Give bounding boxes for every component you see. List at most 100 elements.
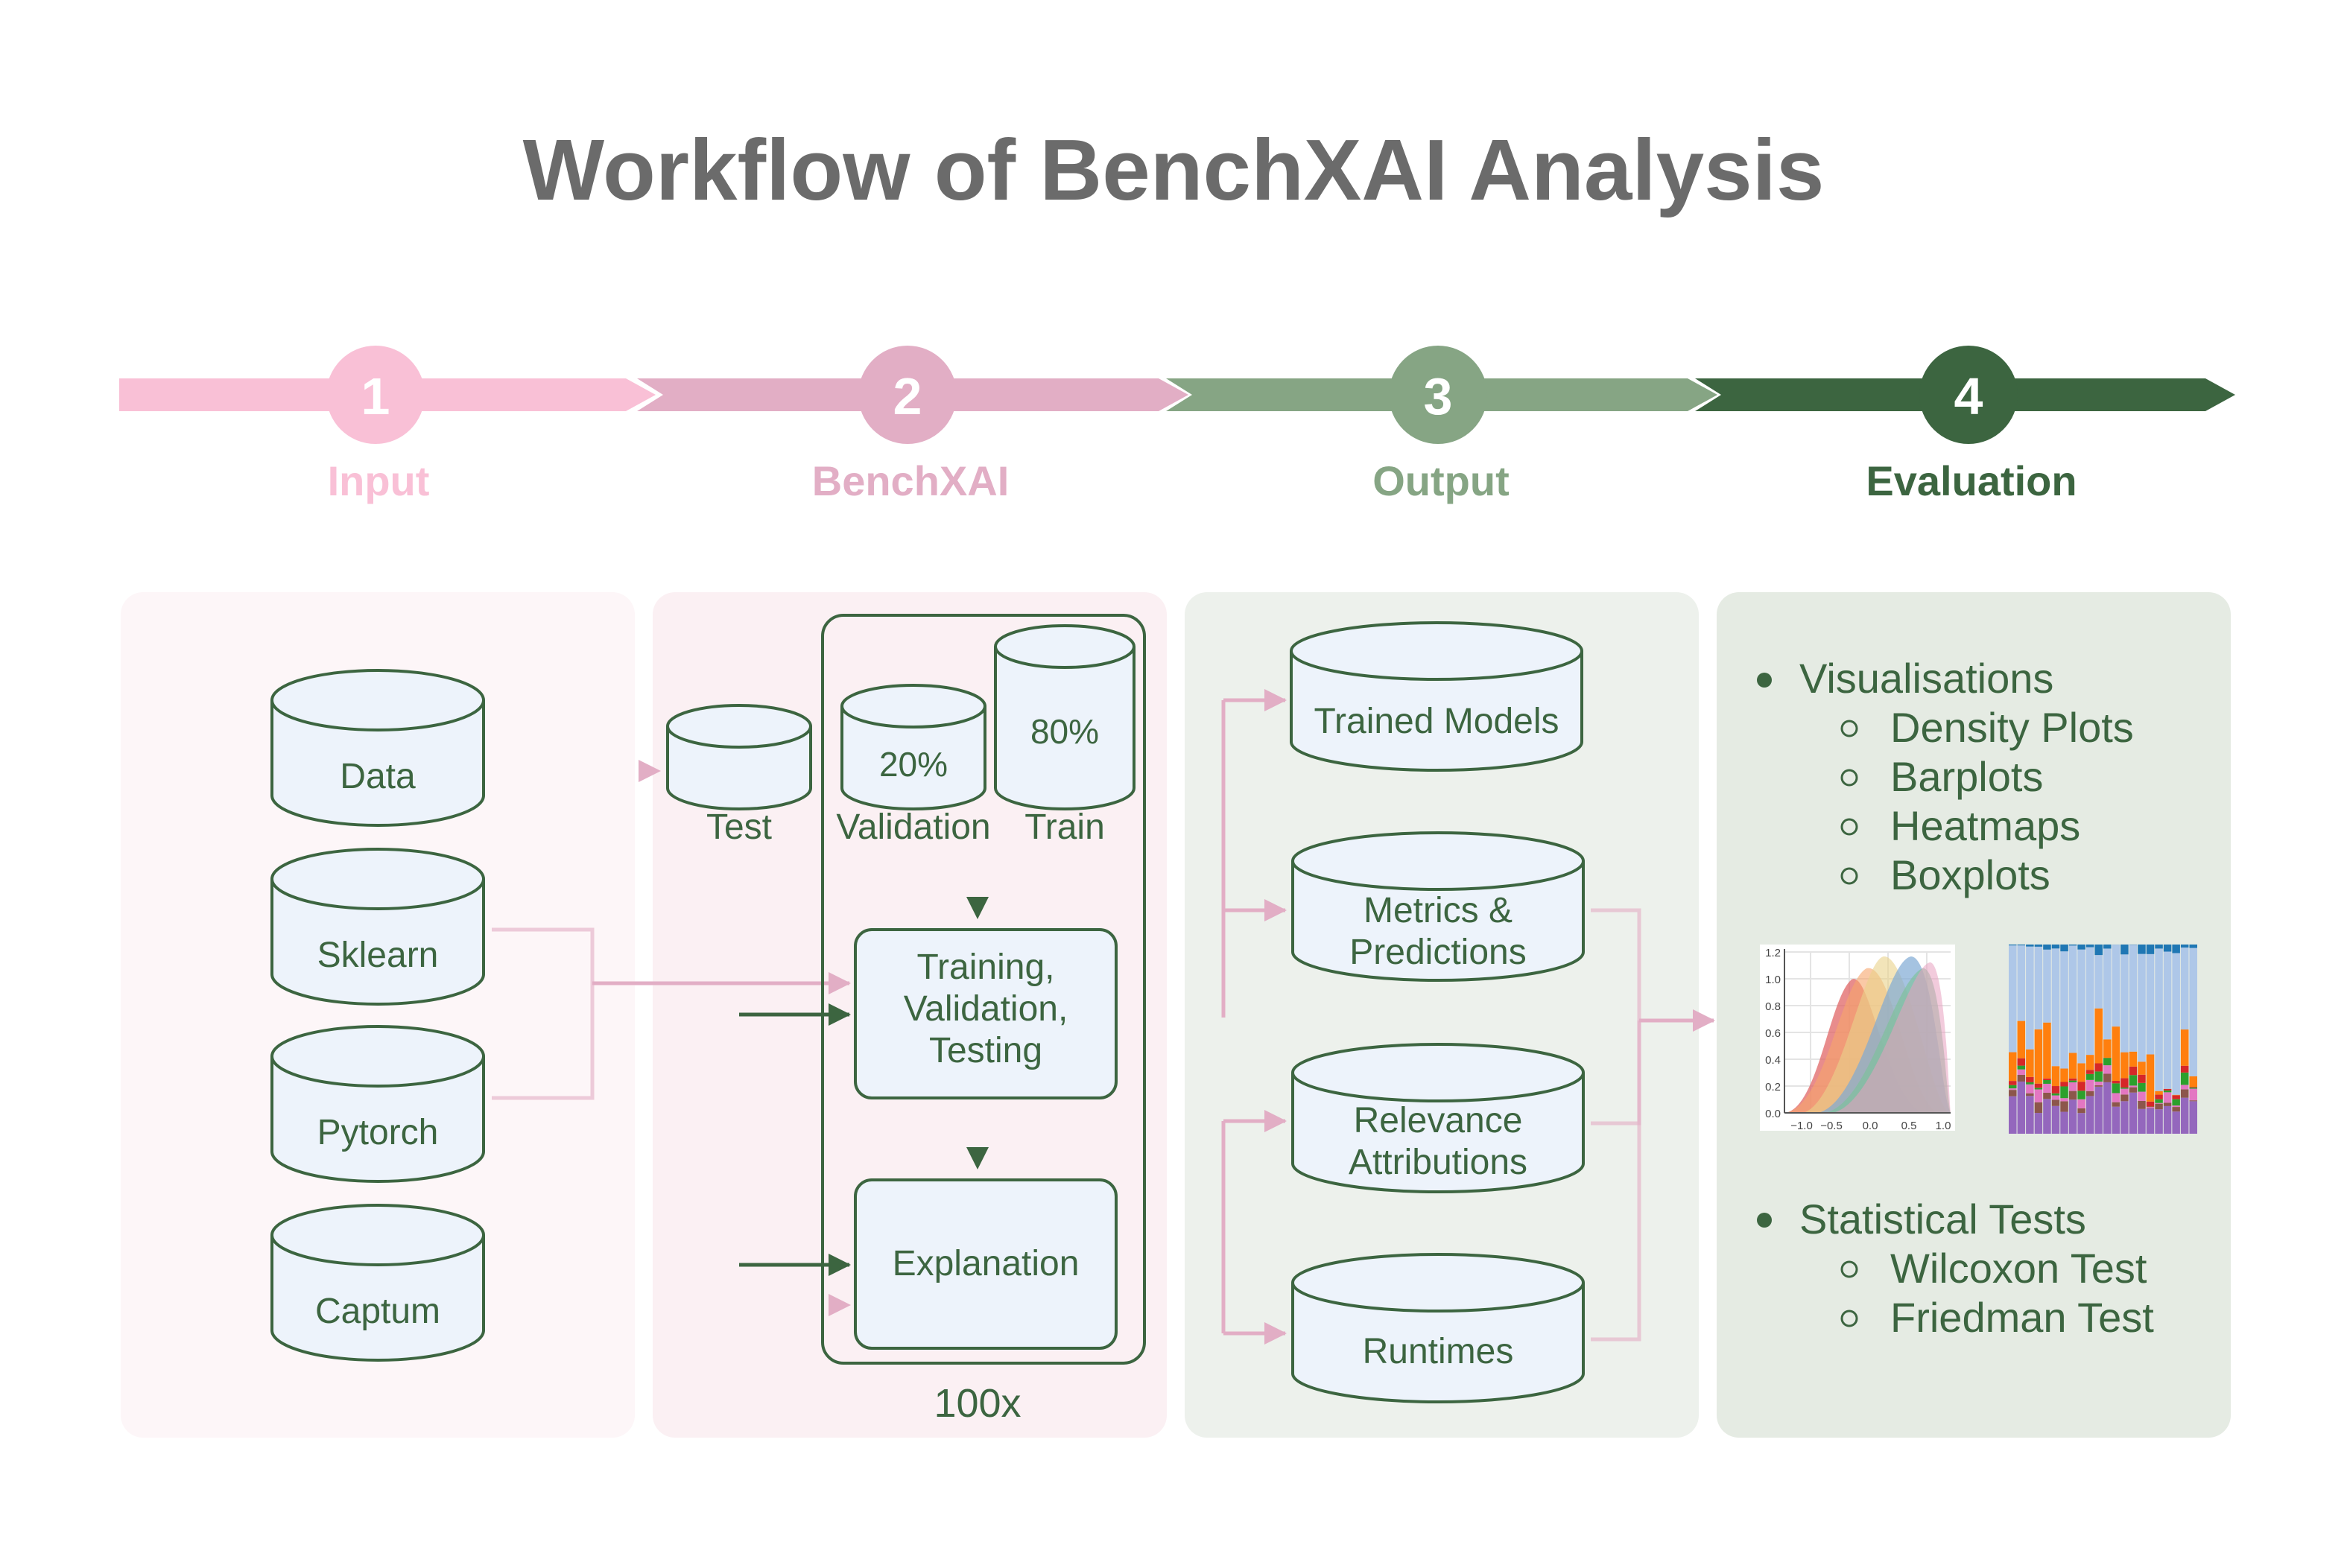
stacked-bar-segment bbox=[2094, 1085, 2103, 1087]
stacked-bar-segment bbox=[2129, 1085, 2138, 1087]
density-xtick-1: 1.0 bbox=[1936, 1120, 1951, 1132]
stacked-bar-segment bbox=[2094, 1071, 2103, 1082]
stacked-bar-segment bbox=[2155, 945, 2163, 948]
stacked-bar-segment bbox=[2026, 1050, 2034, 1077]
stacked-bar-segment bbox=[2086, 948, 2094, 1055]
stacked-bar-segment bbox=[2189, 945, 2197, 948]
stacked-bar-segment bbox=[2086, 1080, 2094, 1091]
stacked-bar-segment bbox=[2120, 1101, 2129, 1134]
stacked-bar-segment bbox=[2120, 945, 2129, 954]
stacked-bar-segment bbox=[2112, 1083, 2120, 1093]
stacked-bar-segment bbox=[2138, 1075, 2146, 1083]
runtimes-label: Runtimes bbox=[1363, 1332, 1514, 1371]
stacked-bar-segment bbox=[2086, 1055, 2094, 1070]
explanation-label: Explanation bbox=[893, 1244, 1080, 1283]
stacked-bar-segment bbox=[2138, 954, 2146, 1062]
statistical-tests-bullet bbox=[1757, 1213, 1772, 1228]
trained-models-cylinder bbox=[1291, 623, 1582, 770]
stacked-bar-segment bbox=[2069, 1099, 2077, 1134]
stacked-bar-segment bbox=[2060, 1082, 2068, 1086]
stacked-bar-segment bbox=[2172, 1095, 2180, 1099]
stacked-bar-segment bbox=[2138, 1092, 2146, 1101]
stacked-bar-segment bbox=[2138, 1101, 2146, 1109]
stacked-bar-segment bbox=[2164, 1089, 2172, 1091]
stacked-bar-segment bbox=[2060, 951, 2068, 1068]
stacked-bar-segment bbox=[2086, 1091, 2094, 1096]
stacked-bar-segment bbox=[2094, 945, 2103, 955]
density-ytick-0-6: 0.6 bbox=[1765, 1027, 1781, 1040]
stacked-bar-segment bbox=[2009, 1088, 2017, 1090]
stacked-bar-segment bbox=[2103, 945, 2112, 948]
stacked-bar-segment bbox=[2181, 1098, 2189, 1134]
stacked-bar-segment bbox=[2155, 948, 2163, 1091]
test-item-wilcoxon: Wilcoxon Test bbox=[1890, 1245, 2147, 1292]
step-4-number: 4 bbox=[1954, 367, 1983, 425]
stacked-bar-segment bbox=[2052, 1086, 2060, 1094]
training-label-line3: Testing bbox=[929, 1031, 1042, 1070]
stacked-bar-segment bbox=[2164, 945, 2172, 952]
stacked-bar-segment bbox=[2043, 1023, 2051, 1079]
stacked-bar-segment bbox=[2035, 1089, 2043, 1102]
trained-models-label: Trained Models bbox=[1314, 702, 1559, 741]
stacked-bar-segment bbox=[2086, 945, 2094, 948]
page-title: Workflow of BenchXAI Analysis bbox=[523, 121, 1825, 218]
stacked-bar-segment bbox=[2035, 945, 2043, 947]
stacked-bar-segment bbox=[2112, 1081, 2120, 1083]
step-1-number: 1 bbox=[361, 367, 390, 425]
density-plot-thumbnail: 1.2 1.0 0.8 0.6 0.4 0.2 0.0 −1.0 −0.5 0.… bbox=[1760, 945, 1955, 1132]
stacked-bar-segment bbox=[2120, 1078, 2129, 1088]
stacked-bar-segment bbox=[2069, 945, 2077, 1053]
stacked-bar-segment bbox=[2129, 945, 2138, 1051]
stacked-bar-segment bbox=[2181, 945, 2189, 948]
stacked-bar-segment bbox=[2026, 1077, 2034, 1082]
stacked-bar-segment bbox=[2120, 954, 2129, 1052]
stacked-bar-segment bbox=[2094, 1087, 2103, 1134]
stacked-bar-segment bbox=[2164, 1092, 2172, 1102]
stacked-bar-segment bbox=[2155, 1091, 2163, 1095]
stacked-bar-segment bbox=[2189, 1101, 2197, 1134]
step-3-label: Output bbox=[1372, 457, 1509, 504]
stacked-bar-segment bbox=[2009, 945, 2017, 1052]
stacked-bar-segment bbox=[2060, 1101, 2068, 1111]
repeat-label: 100x bbox=[934, 1381, 1021, 1426]
stacked-bar-segment bbox=[2077, 1099, 2085, 1108]
stacked-bar-segment bbox=[2035, 1029, 2043, 1084]
stacked-bar-segment bbox=[2189, 1087, 2197, 1088]
stacked-bar-segment bbox=[2172, 1111, 2180, 1134]
stacked-bar-segment bbox=[2069, 1079, 2077, 1081]
sklearn-label: Sklearn bbox=[317, 936, 439, 975]
step-1-label: Input bbox=[328, 457, 430, 504]
runtimes-cylinder bbox=[1293, 1254, 1583, 1402]
stacked-bar-segment bbox=[2052, 1096, 2060, 1100]
stacked-bar-segment bbox=[2103, 1074, 2112, 1082]
metrics-label-line1: Metrics & bbox=[1363, 891, 1513, 930]
stacked-bar-segment bbox=[2052, 1106, 2060, 1134]
stacked-bar-segment bbox=[2043, 945, 2051, 950]
stacked-bar-segment bbox=[2043, 1079, 2051, 1080]
train-percent: 80% bbox=[1030, 712, 1099, 751]
stacked-bar-segment bbox=[2164, 952, 2172, 1089]
stacked-bar-segment bbox=[2060, 945, 2068, 951]
stacked-bar-segment bbox=[2129, 1093, 2138, 1134]
stacked-bar-segment bbox=[2009, 1053, 2017, 1082]
stacked-bar-segment bbox=[2112, 945, 2120, 1026]
stacked-bar-segment bbox=[2172, 1099, 2180, 1105]
stacked-bar-segment bbox=[2103, 1058, 2112, 1065]
stacked-bar-segment bbox=[2043, 1099, 2051, 1134]
train-label: Train bbox=[1024, 807, 1105, 847]
stacked-bar-segment bbox=[2172, 953, 2180, 1095]
stacked-bar-segment bbox=[2138, 945, 2146, 954]
stacked-bar-segment bbox=[2052, 945, 2060, 948]
stacked-bar-segment bbox=[2086, 1074, 2094, 1080]
stacked-bar-segment bbox=[2181, 1066, 2189, 1073]
vis-item-heatmaps: Heatmaps bbox=[1890, 802, 2080, 849]
stacked-bar-segment bbox=[2077, 950, 2085, 1064]
stacked-bar-segment bbox=[2026, 1096, 2034, 1134]
stacked-bar-segment bbox=[2086, 1096, 2094, 1134]
stacked-bar-segment bbox=[2026, 1082, 2034, 1085]
stacked-bar-segment bbox=[2018, 1066, 2026, 1070]
stacked-bar-segment bbox=[2077, 1113, 2085, 1134]
stacked-bar-segment bbox=[2189, 1100, 2197, 1101]
vis-item-boxplots: Boxplots bbox=[1890, 851, 2050, 898]
density-ytick-0-2: 0.2 bbox=[1765, 1081, 1781, 1094]
